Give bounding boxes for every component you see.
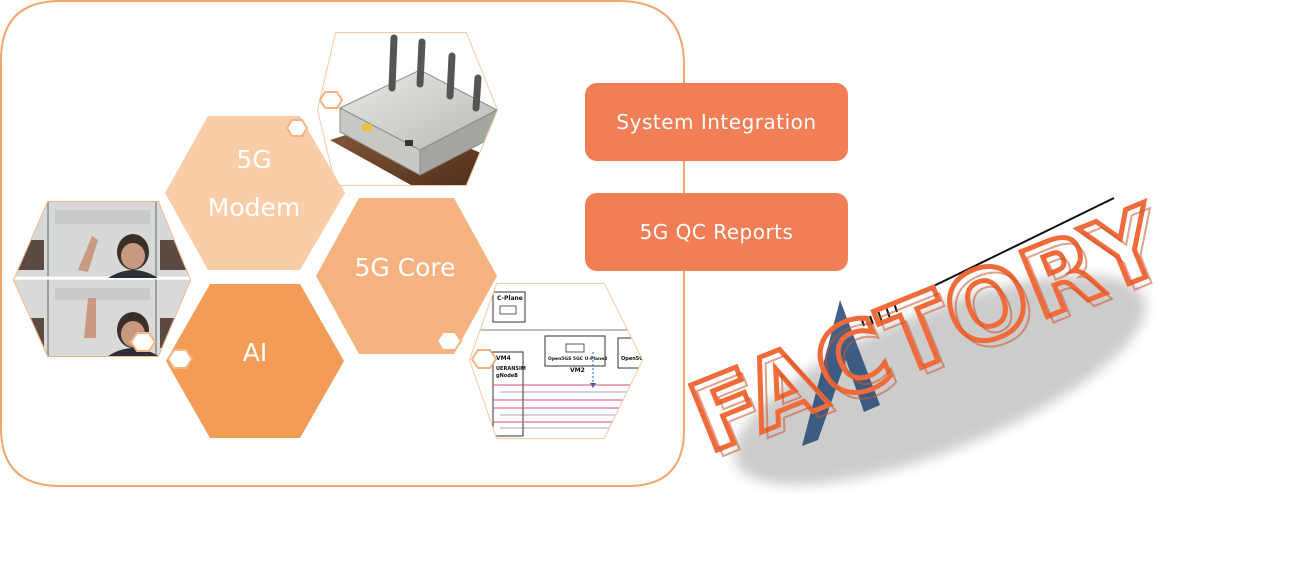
diagram-cplane-label: C-Plane <box>497 295 523 302</box>
ai-label: AI <box>243 338 267 367</box>
router-hex-corner-marker <box>318 91 344 109</box>
diagram-vm2-label: VM2 <box>570 367 585 374</box>
logo-antenna-a-mark <box>802 300 880 446</box>
diagram-gnodeb-line1: UERANSIM <box>496 366 526 372</box>
modem-label-line2: Modem <box>208 193 300 222</box>
diagram-hex-corner-marker <box>470 349 498 369</box>
qc-reports-button[interactable]: 5G QC Reports <box>585 193 848 271</box>
ai-hexagon[interactable] <box>166 284 344 438</box>
diagram-uplane-label: Open5GS 5GC U-Plane2 <box>548 356 607 362</box>
diagram-gnodeb-line2: gNodeB <box>496 373 518 379</box>
diagram-vm4-label: VM4 <box>496 355 511 362</box>
core-label: 5G Core <box>354 253 455 282</box>
core-hex-corner-marker <box>435 331 463 351</box>
diagram-open5gs-label: Open5GS <box>621 356 647 362</box>
modem-label-line1: 5G <box>236 145 271 174</box>
people-photo-hex <box>12 201 192 357</box>
modem-hex-corner-marker <box>285 119 309 137</box>
network-diagram-hex: C-Plane VM4 UERANSIM gNodeB Open5GS 5GC … <box>468 283 647 439</box>
frame-outline <box>0 0 685 487</box>
people-hex-corner-marker <box>129 332 157 352</box>
logo-signal-waves <box>861 302 898 327</box>
modem-hexagon[interactable] <box>165 116 345 270</box>
core-hexagon[interactable] <box>316 198 497 354</box>
logo-signal-line <box>904 197 1115 301</box>
system-integration-label: System Integration <box>616 110 817 134</box>
qc-reports-label: 5G QC Reports <box>639 220 794 244</box>
ai-hex-corner-marker <box>166 349 194 369</box>
router-photo-hex <box>316 32 499 186</box>
system-integration-button[interactable]: System Integration <box>585 83 848 161</box>
